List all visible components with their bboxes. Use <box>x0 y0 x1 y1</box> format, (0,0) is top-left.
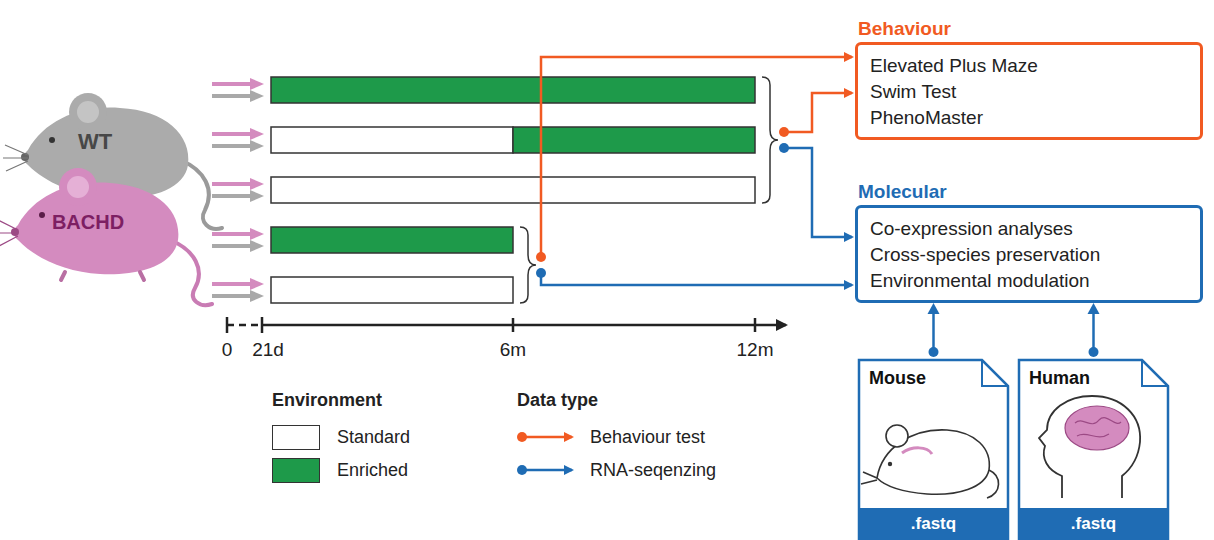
file-node: Mouse .fastq <box>857 358 1010 540</box>
label-text: 12m <box>737 339 774 361</box>
file-extension: .fastq <box>1017 514 1170 534</box>
process-box: MolecularCo-expression analysesCross-spe… <box>855 205 1203 303</box>
label-text: 0 <box>222 339 233 361</box>
box-heading: Molecular <box>858 181 947 203</box>
box-line: Co-expression analyses <box>870 216 1188 242</box>
file-title: Mouse <box>869 368 926 389</box>
mouse-eye <box>888 462 892 466</box>
connector-line <box>1092 312 1095 352</box>
box-line: Elevated Plus Maze <box>870 53 1188 79</box>
entry-arrow <box>212 244 252 248</box>
legend-text: Behaviour test <box>590 427 705 448</box>
leader-lines <box>541 57 852 285</box>
arrowhead <box>928 303 940 314</box>
label-text: Environment <box>272 390 382 411</box>
legend-swatch <box>272 458 320 483</box>
entry-arrow <box>212 144 252 148</box>
legend-text: Enriched <box>337 460 408 481</box>
legend-line-sample <box>517 432 572 475</box>
time-axis <box>227 317 786 333</box>
connector-dot <box>929 347 939 357</box>
file-title: Human <box>1029 368 1090 389</box>
entry-arrow <box>212 82 252 86</box>
entry-arrowhead <box>250 190 264 202</box>
leader-dots <box>536 127 789 278</box>
timeline-bars <box>271 77 755 303</box>
entry-arrowhead <box>250 290 264 302</box>
legend-text: RNA-seqenzing <box>590 460 716 481</box>
entry-arrow <box>212 182 252 186</box>
entry-arrow <box>212 232 252 236</box>
box-line: PhenoMaster <box>870 105 1188 131</box>
entry-arrow <box>212 194 252 198</box>
label-text: Data type <box>517 390 598 411</box>
box-line: Swim Test <box>870 79 1188 105</box>
connector <box>928 303 940 357</box>
entry-arrow <box>212 294 252 298</box>
process-box: BehaviourElevated Plus MazeSwim TestPhen… <box>855 42 1203 140</box>
connector-dot <box>1089 347 1099 357</box>
entry-arrowhead <box>250 78 264 90</box>
label-text: 6m <box>500 339 526 361</box>
file-node: Human .fastq <box>1017 358 1170 540</box>
entry-arrowhead <box>250 240 264 252</box>
file-extension: .fastq <box>857 514 1010 534</box>
entry-arrow <box>212 282 252 286</box>
file-outline <box>1019 360 1168 539</box>
box-line: Cross-species preservation <box>870 242 1188 268</box>
bachd-mouse <box>0 168 212 305</box>
box-line: Environmental modulation <box>870 268 1188 294</box>
bracket <box>520 77 778 303</box>
label-text: WT <box>78 129 112 155</box>
label-text: 21d <box>252 339 284 361</box>
entry-arrowhead <box>250 278 264 290</box>
entry-arrow <box>212 94 252 98</box>
file-outline <box>859 360 1008 539</box>
legend-swatch <box>272 425 320 450</box>
entry-arrowhead <box>250 178 264 190</box>
box-heading: Behaviour <box>858 18 951 40</box>
connector-line <box>932 312 935 352</box>
entry-arrowhead <box>250 128 264 140</box>
arrowhead <box>1088 303 1100 314</box>
file-fold <box>982 360 1008 386</box>
entry-arrows <box>212 78 264 302</box>
file-fold <box>1142 360 1168 386</box>
connector <box>1088 303 1100 357</box>
entry-arrowhead <box>250 140 264 152</box>
entry-arrow <box>212 132 252 136</box>
human-head <box>1039 396 1140 498</box>
mouse-drawing <box>861 425 999 498</box>
entry-arrowhead <box>250 228 264 240</box>
legend-text: Standard <box>337 427 410 448</box>
entry-arrowhead <box>250 90 264 102</box>
label-text: BACHD <box>52 211 124 234</box>
